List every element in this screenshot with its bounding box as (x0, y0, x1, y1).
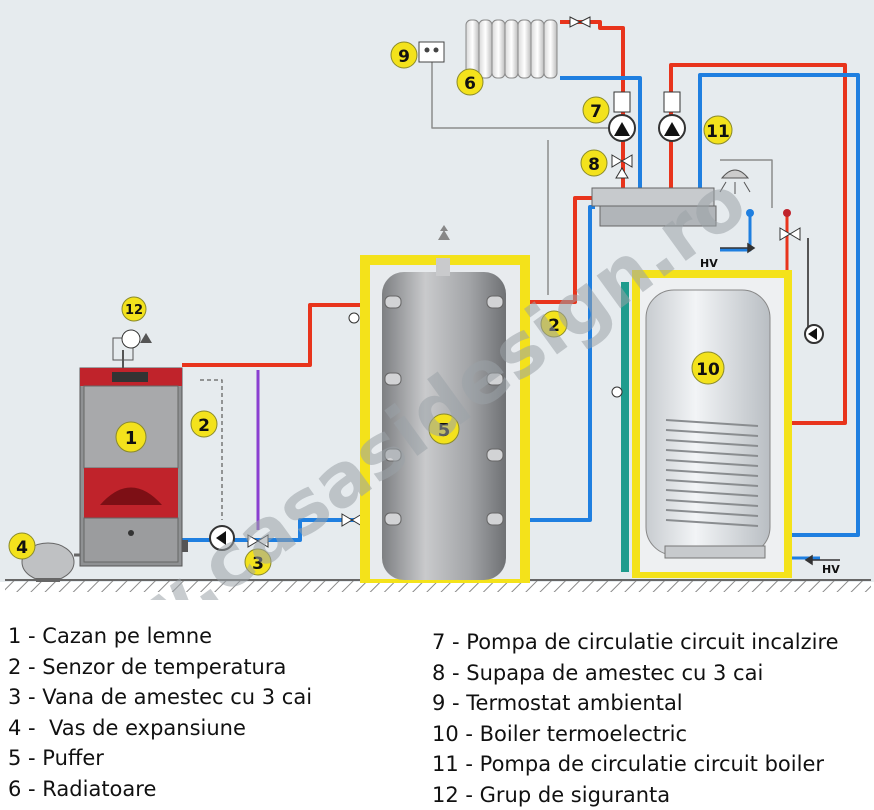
marker-10-label: 10 (696, 360, 720, 380)
legend-item-8: 8 - Supapa de amestec cu 3 cai (432, 658, 839, 689)
marker-12: 12 (122, 297, 146, 321)
legend-right: 7 - Pompa de circulatie circuit incalzir… (432, 627, 839, 810)
marker-9-label: 9 (398, 47, 410, 67)
wood-boiler (80, 368, 188, 566)
marker-2-boiler: 2 (191, 411, 217, 437)
marker-8-label: 8 (588, 155, 600, 175)
legend-item-10: 10 - Boiler termoelectric (432, 719, 839, 750)
marker-8: 8 (581, 150, 607, 176)
marker-7-label: 7 (590, 102, 602, 122)
marker-1: 1 (116, 422, 146, 452)
heating-system-diagram: HV HV 1 2 2 (0, 0, 874, 600)
marker-10: 10 (692, 352, 724, 384)
marker-6: 6 (457, 69, 483, 95)
marker-1-label: 1 (125, 428, 138, 449)
room-thermostat (419, 42, 444, 62)
legend-item-1: 1 - Cazan pe lemne (8, 621, 312, 652)
legend-item-9: 9 - Termostat ambiental (432, 688, 839, 719)
boiler-small-pump (805, 325, 823, 343)
legend-left: 1 - Cazan pe lemne 2 - Senzor de tempera… (8, 621, 312, 804)
marker-6-label: 6 (464, 74, 476, 94)
legend-item-7: 7 - Pompa de circulatie circuit incalzir… (432, 627, 839, 658)
legend-item-6: 6 - Radiatoare (8, 774, 312, 805)
marker-4: 4 (9, 533, 35, 559)
marker-11: 11 (704, 116, 732, 144)
marker-12-label: 12 (125, 303, 143, 318)
legend-item-12: 12 - Grup de siguranta (432, 780, 839, 810)
marker-9: 9 (391, 42, 417, 68)
marker-2-boiler-label: 2 (198, 416, 210, 436)
hv-bottom-label: HV (822, 563, 840, 576)
marker-11-label: 11 (706, 122, 730, 142)
legend-item-4: 4 - Vas de expansiune (8, 713, 312, 744)
legend-item-11: 11 - Pompa de circulatie circuit boiler (432, 749, 839, 780)
marker-7: 7 (583, 97, 609, 123)
marker-4-label: 4 (16, 538, 28, 558)
legend-item-5: 5 - Puffer (8, 743, 312, 774)
legend-item-3: 3 - Vana de amestec cu 3 cai (8, 682, 312, 713)
legend-item-2: 2 - Senzor de temperatura (8, 652, 312, 683)
